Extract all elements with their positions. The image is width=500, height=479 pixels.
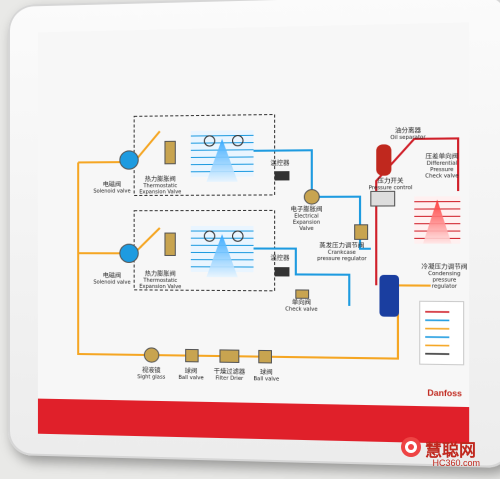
temp-controller-2 [274, 267, 290, 277]
label-diff-check-valve: 压差单向阀 Differential Pressure Check valve [425, 153, 459, 180]
solenoid-valve-1 [120, 151, 138, 169]
solenoid-valve-2 [120, 244, 138, 262]
label-oil-separator: 油分离器 Oil separator [390, 127, 426, 142]
ball-valve-2 [259, 350, 272, 363]
label-pressure-control: 压力开关 Pressure control [368, 177, 413, 192]
label-filter-drier: 干燥过滤器 Filter Drier [213, 368, 246, 383]
label-ball-valve-1: 球阀 Ball valve [178, 367, 204, 382]
label-solenoid-1: 电磁阀 Solenoid valve [93, 181, 131, 195]
refrigeration-diagram: Danfoss [37, 22, 470, 444]
legend [420, 301, 464, 365]
brand-logo: Danfoss [427, 388, 462, 398]
condenser [414, 196, 460, 244]
label-condenser-regulator: 冷凝压力调节阀 Condensing pressure regulator [421, 263, 468, 290]
oil-separator [376, 144, 392, 176]
compressor [379, 274, 400, 317]
label-tev-1: 热力膨胀阀 Thermostatic Expansion Valve [139, 175, 182, 196]
evaporator-2 [191, 225, 254, 278]
evaporator-1 [191, 130, 254, 182]
label-electronic-valve: 电子膨胀阀 Electrical Expansion Valve [290, 206, 323, 233]
label-pressure-regulator: 蒸发压力调节阀 Crankcase pressure regulator [317, 242, 367, 263]
label-check-valve: 单向阀 Check valve [285, 299, 318, 313]
label-ball-valve-2: 球阀 Ball valve [253, 368, 280, 383]
label-temp-ctrl-2: 温控器 [270, 254, 290, 263]
sight-glass [144, 348, 158, 362]
pressure-control [371, 191, 395, 206]
display-board: 制冷系统展示 [8, 0, 500, 469]
watermark-url: HC360.com [432, 458, 480, 468]
expansion-valve-1 [165, 141, 175, 164]
label-solenoid-2: 电磁阀 Solenoid valve [93, 272, 131, 286]
electronic-expansion-valve [304, 190, 319, 205]
label-tev-2: 热力膨胀阀 Thermostatic Expansion Valve [139, 270, 182, 291]
expansion-valve-2 [165, 233, 175, 255]
label-temp-ctrl-1: 温控器 [270, 159, 290, 168]
watermark-logo-icon [401, 437, 421, 457]
label-sight-glass: 视液镜 Sight glass [137, 367, 166, 381]
pressure-regulator [355, 225, 368, 240]
accent-bar [37, 398, 470, 444]
diagram-panel: Danfoss 电磁阀 Solenoid valve 热力膨胀阀 Thermos… [37, 22, 470, 444]
temp-controller-1 [274, 171, 290, 181]
watermark-text: 慧聪网 [425, 441, 476, 461]
filter-drier [220, 350, 239, 363]
ball-valve-1 [186, 349, 198, 361]
check-valve [296, 290, 309, 298]
